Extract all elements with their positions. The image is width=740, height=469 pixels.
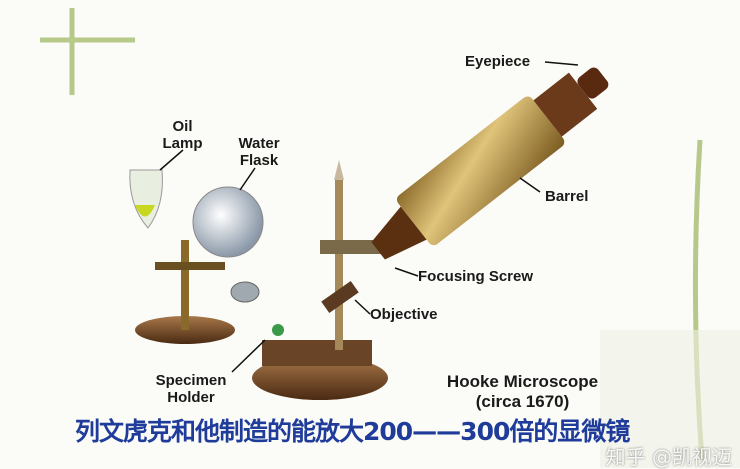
- title-line2: (circa 1670): [475, 392, 570, 411]
- label-oil-lamp-line2: Lamp: [162, 135, 203, 152]
- right-panel-shade: [600, 330, 740, 468]
- label-eyepiece: Eyepiece: [465, 53, 531, 70]
- label-barrel: Barrel: [545, 188, 589, 205]
- diagram-title: Hooke Microscope(circa 1670): [430, 372, 615, 412]
- label-specimen-holder-line2: Holder: [167, 389, 215, 406]
- label-objective: Objective: [370, 306, 438, 323]
- oil-lamp-stand: [129, 169, 264, 344]
- label-focusing-screw: Focusing Screw: [418, 268, 534, 285]
- watermark: 知乎 @凯视迈: [605, 445, 732, 469]
- label-water-flask-line2: Flask: [239, 152, 279, 169]
- microscope-barrel: [371, 67, 609, 260]
- label-oil-lamp-line1: Oil: [172, 118, 193, 135]
- water-flask: [192, 186, 264, 258]
- microscope-base: [252, 356, 388, 400]
- title-line1: Hooke Microscope: [446, 372, 599, 391]
- label-specimen-holder-line1: Specimen: [155, 372, 227, 389]
- label-water-flask-line1: Water: [238, 135, 280, 152]
- caption: 列文虎克和他制造的能放大200——300倍的显微镜: [75, 417, 630, 446]
